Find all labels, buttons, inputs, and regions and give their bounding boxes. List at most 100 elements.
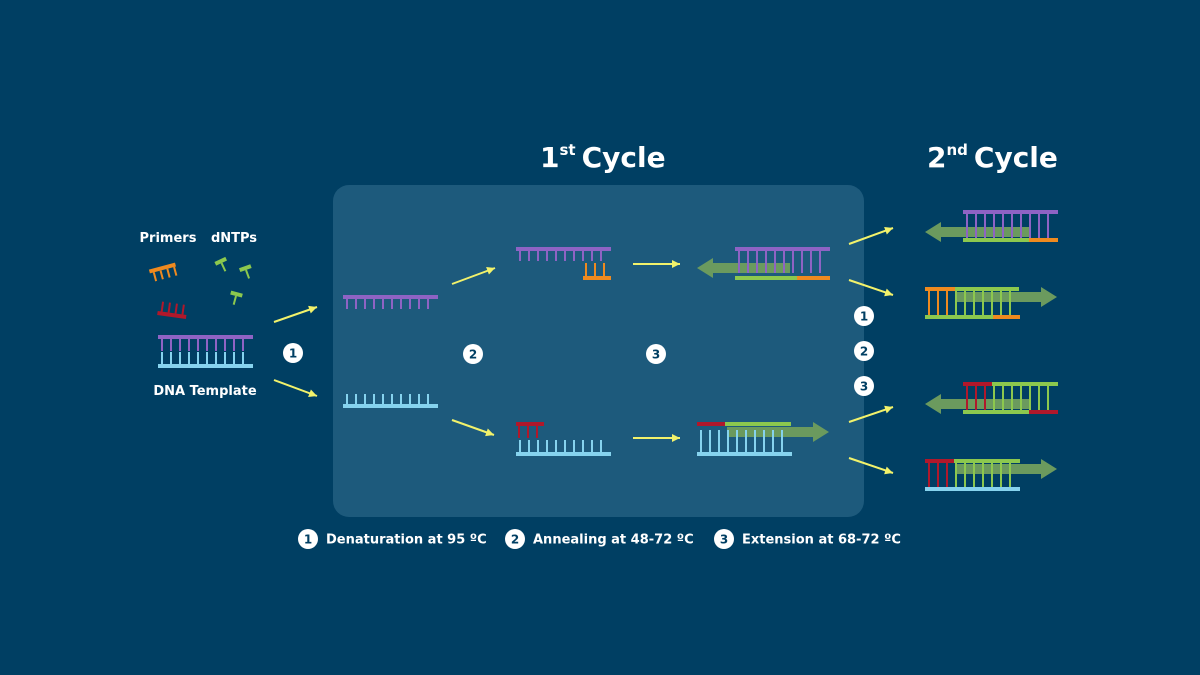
base-tick <box>975 386 977 410</box>
svg-text:1: 1 <box>289 347 297 361</box>
strand-backbone <box>925 459 954 463</box>
strand-backbone <box>1029 238 1058 242</box>
base-tick <box>745 430 747 452</box>
svg-text:1: 1 <box>304 533 312 547</box>
dntp-icon <box>238 264 252 279</box>
base-tick <box>528 440 530 452</box>
base-tick <box>373 299 375 309</box>
step-badge-extension: 3 <box>646 344 666 364</box>
base-tick <box>1002 386 1004 410</box>
process-arrow <box>451 419 495 437</box>
base-tick <box>993 386 995 410</box>
arrowhead <box>884 226 893 235</box>
base-tick <box>772 430 774 452</box>
strand-backbone <box>697 452 792 456</box>
base-tick <box>224 352 226 364</box>
base-tick <box>355 394 357 404</box>
base-tick <box>928 463 930 487</box>
new-strand <box>725 422 791 426</box>
strand-backbone <box>516 452 611 456</box>
base-tick <box>188 339 190 351</box>
strand-backbone <box>993 315 1020 319</box>
base-tick <box>955 291 957 315</box>
base-tick <box>346 394 348 404</box>
base-tick <box>409 299 411 309</box>
base-tick <box>528 251 530 261</box>
base-tick <box>973 291 975 315</box>
arrowhead <box>884 288 893 297</box>
base-tick <box>582 251 584 261</box>
base-tick <box>591 440 593 452</box>
base-tick <box>564 440 566 452</box>
template-top-strand <box>158 335 253 339</box>
base-tick <box>1038 214 1040 238</box>
base-tick <box>233 339 235 351</box>
base-tick <box>233 352 235 364</box>
annealed-top <box>516 247 611 280</box>
cycle-2-step-badge-1: 1 <box>854 306 874 326</box>
legend-denaturation: 1 Denaturation at 95 ºC <box>298 529 487 549</box>
dna-strands <box>158 210 1058 491</box>
base-tick <box>966 214 968 238</box>
base-tick <box>188 352 190 364</box>
base-tick <box>215 339 217 351</box>
svg-text:2: 2 <box>469 348 477 362</box>
base-tick <box>573 440 575 452</box>
base-tick <box>763 430 765 452</box>
process-arrow <box>848 405 894 423</box>
base-tick <box>747 251 749 273</box>
base-tick <box>937 291 939 315</box>
base-tick <box>585 263 587 276</box>
step-badge-annealing: 2 <box>463 344 483 364</box>
base-tick <box>206 352 208 364</box>
base-tick <box>792 251 794 273</box>
dntp-icon <box>230 290 243 305</box>
svg-text:1: 1 <box>860 310 868 324</box>
base-tick <box>573 251 575 261</box>
base-tick <box>982 291 984 315</box>
base-tick <box>946 463 948 487</box>
base-tick <box>765 251 767 273</box>
base-tick <box>382 394 384 404</box>
base-tick <box>179 352 181 364</box>
base-tick <box>973 463 975 487</box>
strand-backbone <box>963 210 1058 214</box>
process-arrow <box>848 226 894 245</box>
base-tick <box>418 394 420 404</box>
extension-arrow-right <box>955 459 1057 479</box>
process-arrow <box>451 267 496 285</box>
arrowhead <box>884 405 893 414</box>
base-tick <box>1009 463 1011 487</box>
svg-text:3: 3 <box>720 533 728 547</box>
base-tick <box>1047 386 1049 410</box>
base-tick <box>709 430 711 452</box>
base-tick <box>197 339 199 351</box>
base-tick <box>993 214 995 238</box>
base-tick <box>242 352 244 364</box>
base-tick <box>197 352 199 364</box>
base-tick <box>1038 386 1040 410</box>
base-tick <box>546 440 548 452</box>
base-tick <box>536 426 538 438</box>
base-tick <box>170 339 172 351</box>
base-tick <box>975 214 977 238</box>
strand-backbone <box>955 287 1019 291</box>
extension-arrow-right <box>727 422 829 442</box>
cycle-2-product-2 <box>925 287 1057 319</box>
arrowhead <box>308 305 317 314</box>
base-tick <box>718 430 720 452</box>
base-tick <box>738 251 740 273</box>
process-arrow <box>273 379 318 397</box>
cycle-2-step-badge-3: 3 <box>854 376 874 396</box>
base-tick <box>1002 214 1004 238</box>
base-tick <box>964 463 966 487</box>
base-tick <box>418 299 420 309</box>
strand-backbone <box>954 459 1020 463</box>
base-tick <box>537 251 539 261</box>
annealed-bottom <box>516 422 611 456</box>
base-tick <box>603 263 605 276</box>
dna-template <box>158 335 253 368</box>
base-tick <box>754 430 756 452</box>
strand-backbone <box>963 410 1029 414</box>
